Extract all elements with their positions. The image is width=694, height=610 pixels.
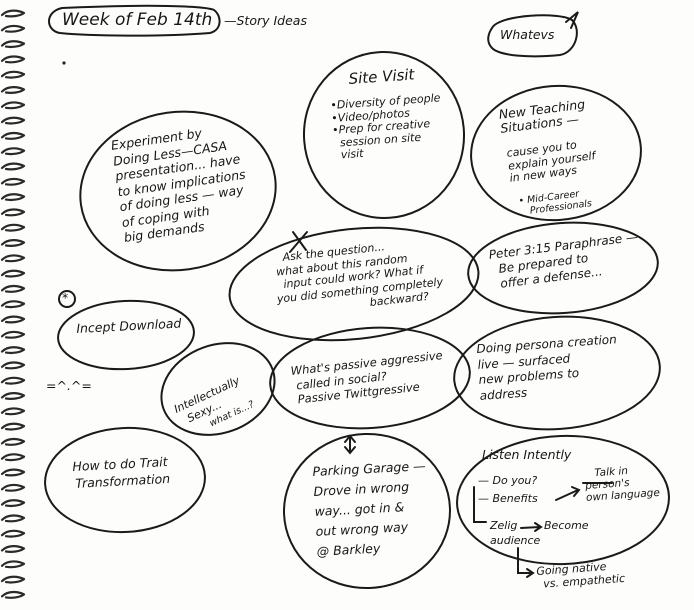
listen-audience: audience: [490, 534, 541, 547]
trait-outline: [44, 426, 206, 534]
listen-title: Listen Intently: [482, 447, 572, 462]
spiral-coil: [0, 86, 26, 94]
spiral-coil: [0, 177, 26, 186]
intellectually-outline: [160, 342, 276, 436]
listen-item: — Benefits: [478, 492, 538, 505]
spiral-coil: [0, 468, 26, 477]
spiral-coil: [0, 545, 26, 553]
spiral-binding: [0, 9, 26, 599]
spiral-coil: [0, 193, 26, 202]
parking-outline: [283, 432, 451, 590]
experiment-outline: [79, 110, 277, 272]
bracket-line: [473, 486, 487, 523]
spiral-coil: [0, 9, 26, 18]
spiral-coil: [0, 24, 26, 33]
native-arrow: [517, 547, 535, 578]
new-teaching-outline: [470, 84, 642, 222]
star-mark: *: [62, 290, 69, 305]
spiral-coil: [0, 55, 26, 64]
spiral-coil: [0, 483, 26, 492]
spiral-coil: [0, 208, 26, 217]
ask-question-outline: [228, 226, 480, 342]
spiral-coil: [0, 514, 26, 523]
listen-become: Become: [544, 519, 589, 532]
incept-outline: [57, 299, 195, 371]
week-title-outline: [48, 4, 221, 37]
x-mark: [289, 231, 308, 253]
spiral-coil: [0, 529, 26, 538]
spiral-coil: [0, 437, 26, 446]
spiral-coil: [0, 101, 26, 110]
story-ideas-label: —Story Ideas: [224, 13, 307, 28]
trait-bubble: How to do Trait Transformation: [72, 453, 171, 492]
spiral-coil: [0, 147, 26, 156]
spiral-coil: [0, 162, 26, 171]
spiral-coil: [0, 392, 26, 400]
passive-outline: [269, 326, 471, 430]
spiral-coil: [0, 499, 26, 508]
week-title: Week of Feb 14th: [62, 10, 213, 30]
spiral-coil: [0, 376, 26, 385]
parking-bubble: Parking Garage — Drove in wrong way... g…: [312, 456, 430, 562]
spiral-coil: [0, 131, 26, 140]
spiral-coil: [0, 560, 26, 569]
listen-outline: [456, 434, 670, 566]
persona-outline: [453, 315, 661, 431]
spiral-coil: [0, 70, 26, 79]
experiment-bubble: Experiment by Doing Less—CASA presentati…: [110, 120, 253, 245]
spiral-coil: [0, 346, 26, 355]
spiral-coil: [0, 239, 26, 247]
listen-zelig: Zelig: [490, 519, 518, 532]
star-circle: [58, 290, 76, 308]
spiral-coil: [0, 422, 26, 431]
spiral-coil: [0, 284, 26, 293]
listen-item: — Do you?: [478, 474, 538, 487]
site-visit-list: •Diversity of people •Video/photos •Prep…: [330, 91, 444, 162]
spiral-coil: [0, 315, 26, 324]
spiral-coil: [0, 269, 26, 278]
spiral-coil: [0, 40, 26, 49]
whatevs-label: Whatevs: [500, 27, 555, 42]
spiral-coil: [0, 575, 26, 584]
spiral-coil: [0, 361, 26, 370]
spiral-coil: [0, 116, 26, 125]
up-down-arrow: [344, 434, 356, 455]
listen-talk: Talk in person's own language: [584, 463, 660, 504]
peter-outline: [467, 221, 659, 315]
spiral-coil: [0, 254, 26, 263]
persona-bubble: Doing persona creation live — surfaced n…: [476, 332, 620, 404]
spiral-coil: [0, 453, 26, 462]
spiral-coil: [0, 330, 26, 339]
spiral-coil: [0, 223, 26, 232]
spiral-coil: [0, 590, 26, 599]
spiral-coil: [0, 407, 26, 416]
stray-dot: [62, 61, 66, 65]
benefits-arrow: [555, 486, 581, 501]
whatevs-outline: [487, 14, 578, 58]
site-visit-outline: [302, 51, 466, 219]
whatevs-pointer: [565, 11, 579, 29]
zelig-arrow: [520, 522, 543, 532]
spiral-coil: [0, 300, 26, 309]
cat-face: =^.^=: [46, 378, 92, 393]
